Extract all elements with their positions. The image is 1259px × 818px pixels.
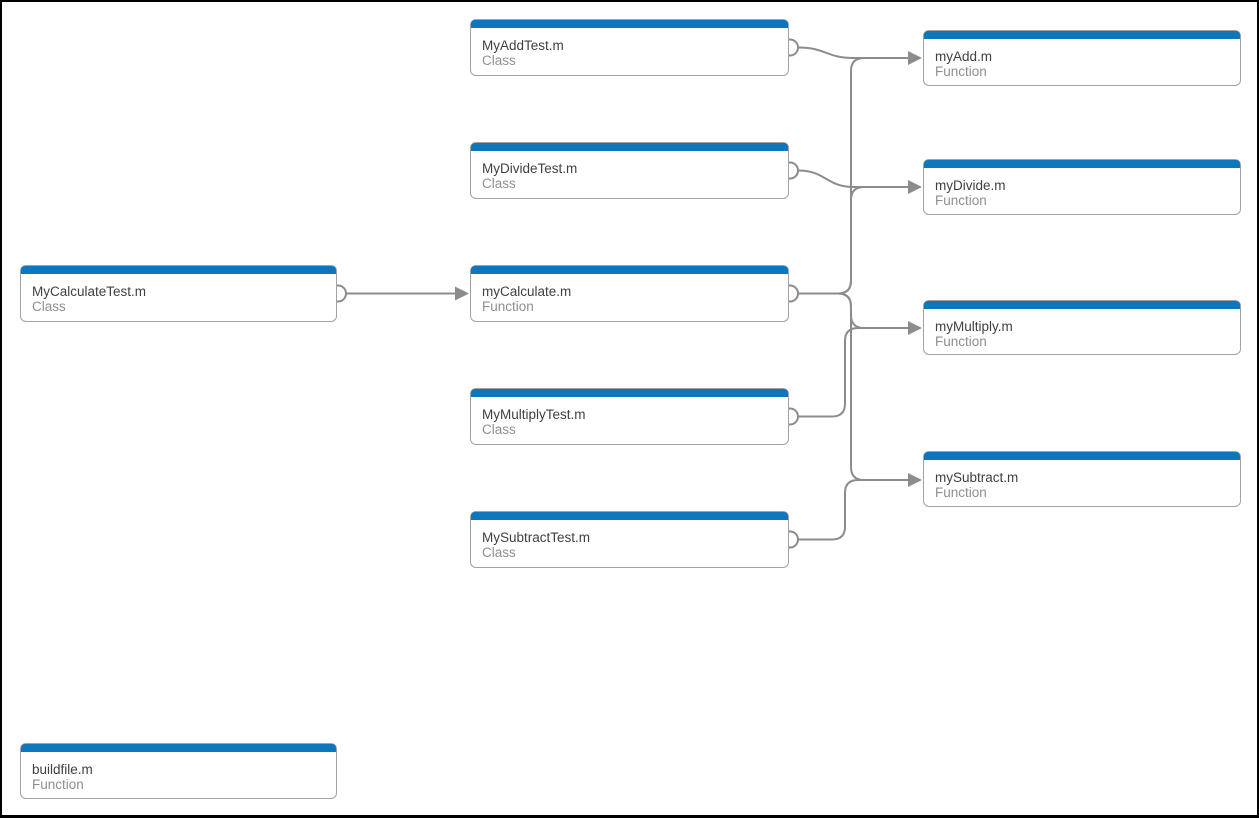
edge-mycalculate-to-mydivide[interactable]: [798, 186, 908, 295]
node-mydividetest[interactable]: MyDivideTest.m Class: [470, 142, 789, 199]
node-mymultiplytest[interactable]: MyMultiplyTest.m Class: [470, 388, 789, 445]
node-subtitle: Function: [32, 777, 84, 792]
node-title: myDivide.m: [935, 178, 1006, 193]
node-header-bar: [471, 389, 788, 397]
arrowhead-mydivide-input: [908, 180, 922, 194]
node-header-bar: [471, 266, 788, 274]
node-title: myCalculate.m: [482, 284, 572, 299]
node-mysubtracttest[interactable]: MySubtractTest.m Class: [470, 511, 789, 568]
node-mydivide[interactable]: myDivide.m Function: [923, 159, 1241, 215]
edge-myaddtest-to-myadd[interactable]: [797, 46, 908, 59]
edge-mycalculate-to-mymultiply[interactable]: [798, 292, 908, 329]
node-header-bar: [471, 512, 788, 520]
node-header-bar: [471, 20, 788, 28]
arrowhead-myadd-input: [908, 51, 922, 65]
node-subtitle: Function: [935, 64, 987, 79]
node-mycalculate[interactable]: myCalculate.m Function: [470, 265, 789, 322]
node-subtitle: Class: [482, 422, 516, 437]
node-myadd[interactable]: myAdd.m Function: [923, 30, 1241, 86]
node-mymultiply[interactable]: myMultiply.m Function: [923, 300, 1241, 355]
node-subtitle: Class: [482, 545, 516, 560]
node-header-bar: [471, 143, 788, 151]
node-title: myAdd.m: [935, 49, 993, 64]
node-subtitle: Class: [482, 53, 516, 68]
node-title: MyMultiplyTest.m: [482, 407, 586, 422]
node-header-bar: [924, 31, 1240, 39]
node-mysubtract[interactable]: mySubtract.m Function: [923, 451, 1241, 507]
node-buildfile[interactable]: buildfile.m Function: [20, 743, 337, 799]
node-subtitle: Class: [482, 176, 516, 191]
node-mycalculatetest[interactable]: MyCalculateTest.m Class: [20, 265, 337, 322]
arrowhead-mysubtract-input: [908, 473, 922, 487]
edge-mycalculate-to-myadd[interactable]: [798, 57, 908, 295]
node-title: mySubtract.m: [935, 470, 1019, 485]
arrowhead-mymultiply-input: [908, 321, 922, 335]
node-header-bar: [21, 266, 336, 274]
node-title: buildfile.m: [32, 762, 93, 777]
node-header-bar: [924, 301, 1240, 309]
node-title: MyDivideTest.m: [482, 161, 578, 176]
node-subtitle: Function: [935, 193, 987, 208]
node-title: MySubtractTest.m: [482, 530, 591, 545]
node-header-bar: [924, 452, 1240, 460]
node-myaddtest[interactable]: MyAddTest.m Class: [470, 19, 789, 76]
arrowhead-mycalculate-input: [455, 286, 469, 301]
node-title: myMultiply.m: [935, 319, 1013, 334]
node-subtitle: Function: [482, 299, 534, 314]
node-title: MyCalculateTest.m: [32, 284, 147, 299]
node-subtitle: Function: [935, 334, 987, 349]
node-header-bar: [21, 744, 336, 752]
edge-mymultiplytest-to-mymultiply[interactable]: [798, 327, 908, 418]
edge-mycalculate-to-mysubtract[interactable]: [798, 292, 908, 481]
edge-mydividetest-to-mydivide[interactable]: [797, 169, 908, 188]
edge-mysubtracttest-to-mysubtract[interactable]: [798, 479, 908, 541]
node-title: MyAddTest.m: [482, 38, 564, 53]
node-header-bar: [924, 160, 1240, 168]
node-subtitle: Class: [32, 299, 66, 314]
node-subtitle: Function: [935, 485, 987, 500]
